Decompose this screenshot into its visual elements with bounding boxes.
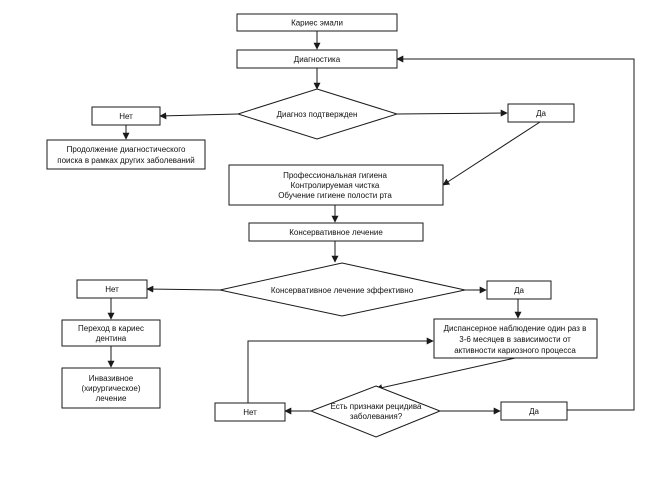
edge-diamond-to-no1	[159, 112, 239, 120]
node-diagnostics-box	[236, 49, 398, 69]
node-diagnosis-confirmed-label: Диагноз подтвержден	[277, 110, 358, 119]
node-transition-dentin-line-1: Переход в кариес	[78, 324, 144, 333]
node-diagnosis-confirmed-diamond	[236, 88, 399, 140]
nodes: Кариес эмали Диагностика Диагноз подтвер…	[46, 13, 598, 438]
node-transition-dentin-box	[61, 319, 161, 347]
node-yes1-label: Да	[536, 109, 546, 118]
node-invasive-line-3: лечение	[96, 394, 127, 403]
node-transition-dentin-line-2: дентина	[96, 334, 127, 343]
node-no3-label: Нет	[243, 408, 257, 417]
node-diagnostics-label: Диагностика	[294, 55, 341, 64]
node-continue-diag-line-2: поиска в рамках других заболеваний	[57, 156, 195, 165]
node-no1-box	[91, 106, 161, 126]
edge-diamond2-to-no2	[146, 285, 221, 293]
node-relapse-signs-line-2: заболевания?	[350, 412, 403, 421]
node-continue-diag-line-1: Продолжение диагностического	[67, 145, 186, 154]
node-invasive-line-1: Инвазивное	[89, 374, 134, 383]
node-caries-enamel-label: Кариес эмали	[291, 19, 343, 28]
node-no1-label: Нет	[119, 112, 133, 121]
node-yes3-label: Да	[529, 407, 539, 416]
node-no2-box	[76, 279, 148, 299]
node-hygiene-line-3: Обучение гигиене полости рта	[278, 191, 392, 200]
edge-diamond-to-yes1	[396, 109, 508, 117]
edge-no3-to-observation	[247, 337, 434, 403]
node-hygiene-box	[228, 164, 444, 206]
node-no3-box	[214, 402, 286, 422]
edges	[107, 31, 635, 415]
node-no2-label: Нет	[105, 285, 119, 294]
node-conservative-box	[248, 222, 424, 242]
node-conservative-label: Консервативное лечение	[289, 228, 383, 237]
node-caries-enamel-box	[236, 13, 398, 32]
node-invasive-box	[61, 367, 161, 409]
edge-yes1-to-hygiene	[442, 121, 541, 186]
node-yes1-box	[507, 103, 575, 123]
edge-observation-to-diamond3	[375, 357, 516, 392]
edge-yes3-to-diagnostics	[396, 55, 635, 411]
node-observation-box	[433, 318, 598, 359]
node-observation-line-1: Диспансерное наблюдение один раз в	[444, 324, 587, 333]
node-yes2-box	[486, 280, 552, 300]
node-hygiene-line-2: Контролируемая чистка	[291, 181, 380, 190]
node-observation-line-3: активности кариозного процесса	[454, 346, 576, 355]
node-conservative-effective-diamond	[219, 262, 466, 317]
node-observation-line-2: 3-6 месяцев в зависимости от	[459, 335, 571, 344]
node-yes3-box	[500, 401, 568, 421]
node-continue-diag-box	[46, 139, 206, 170]
node-relapse-signs-line-1: Есть признаки рецидива	[331, 402, 423, 411]
node-conservative-effective-label: Консервативное лечение эффективно	[271, 286, 414, 295]
node-yes2-label: Да	[514, 286, 524, 295]
node-hygiene-line-1: Профессиональная гигиена	[283, 171, 387, 180]
node-relapse-signs-diamond	[309, 385, 442, 438]
node-invasive-line-2: (хирургическое)	[81, 384, 140, 393]
